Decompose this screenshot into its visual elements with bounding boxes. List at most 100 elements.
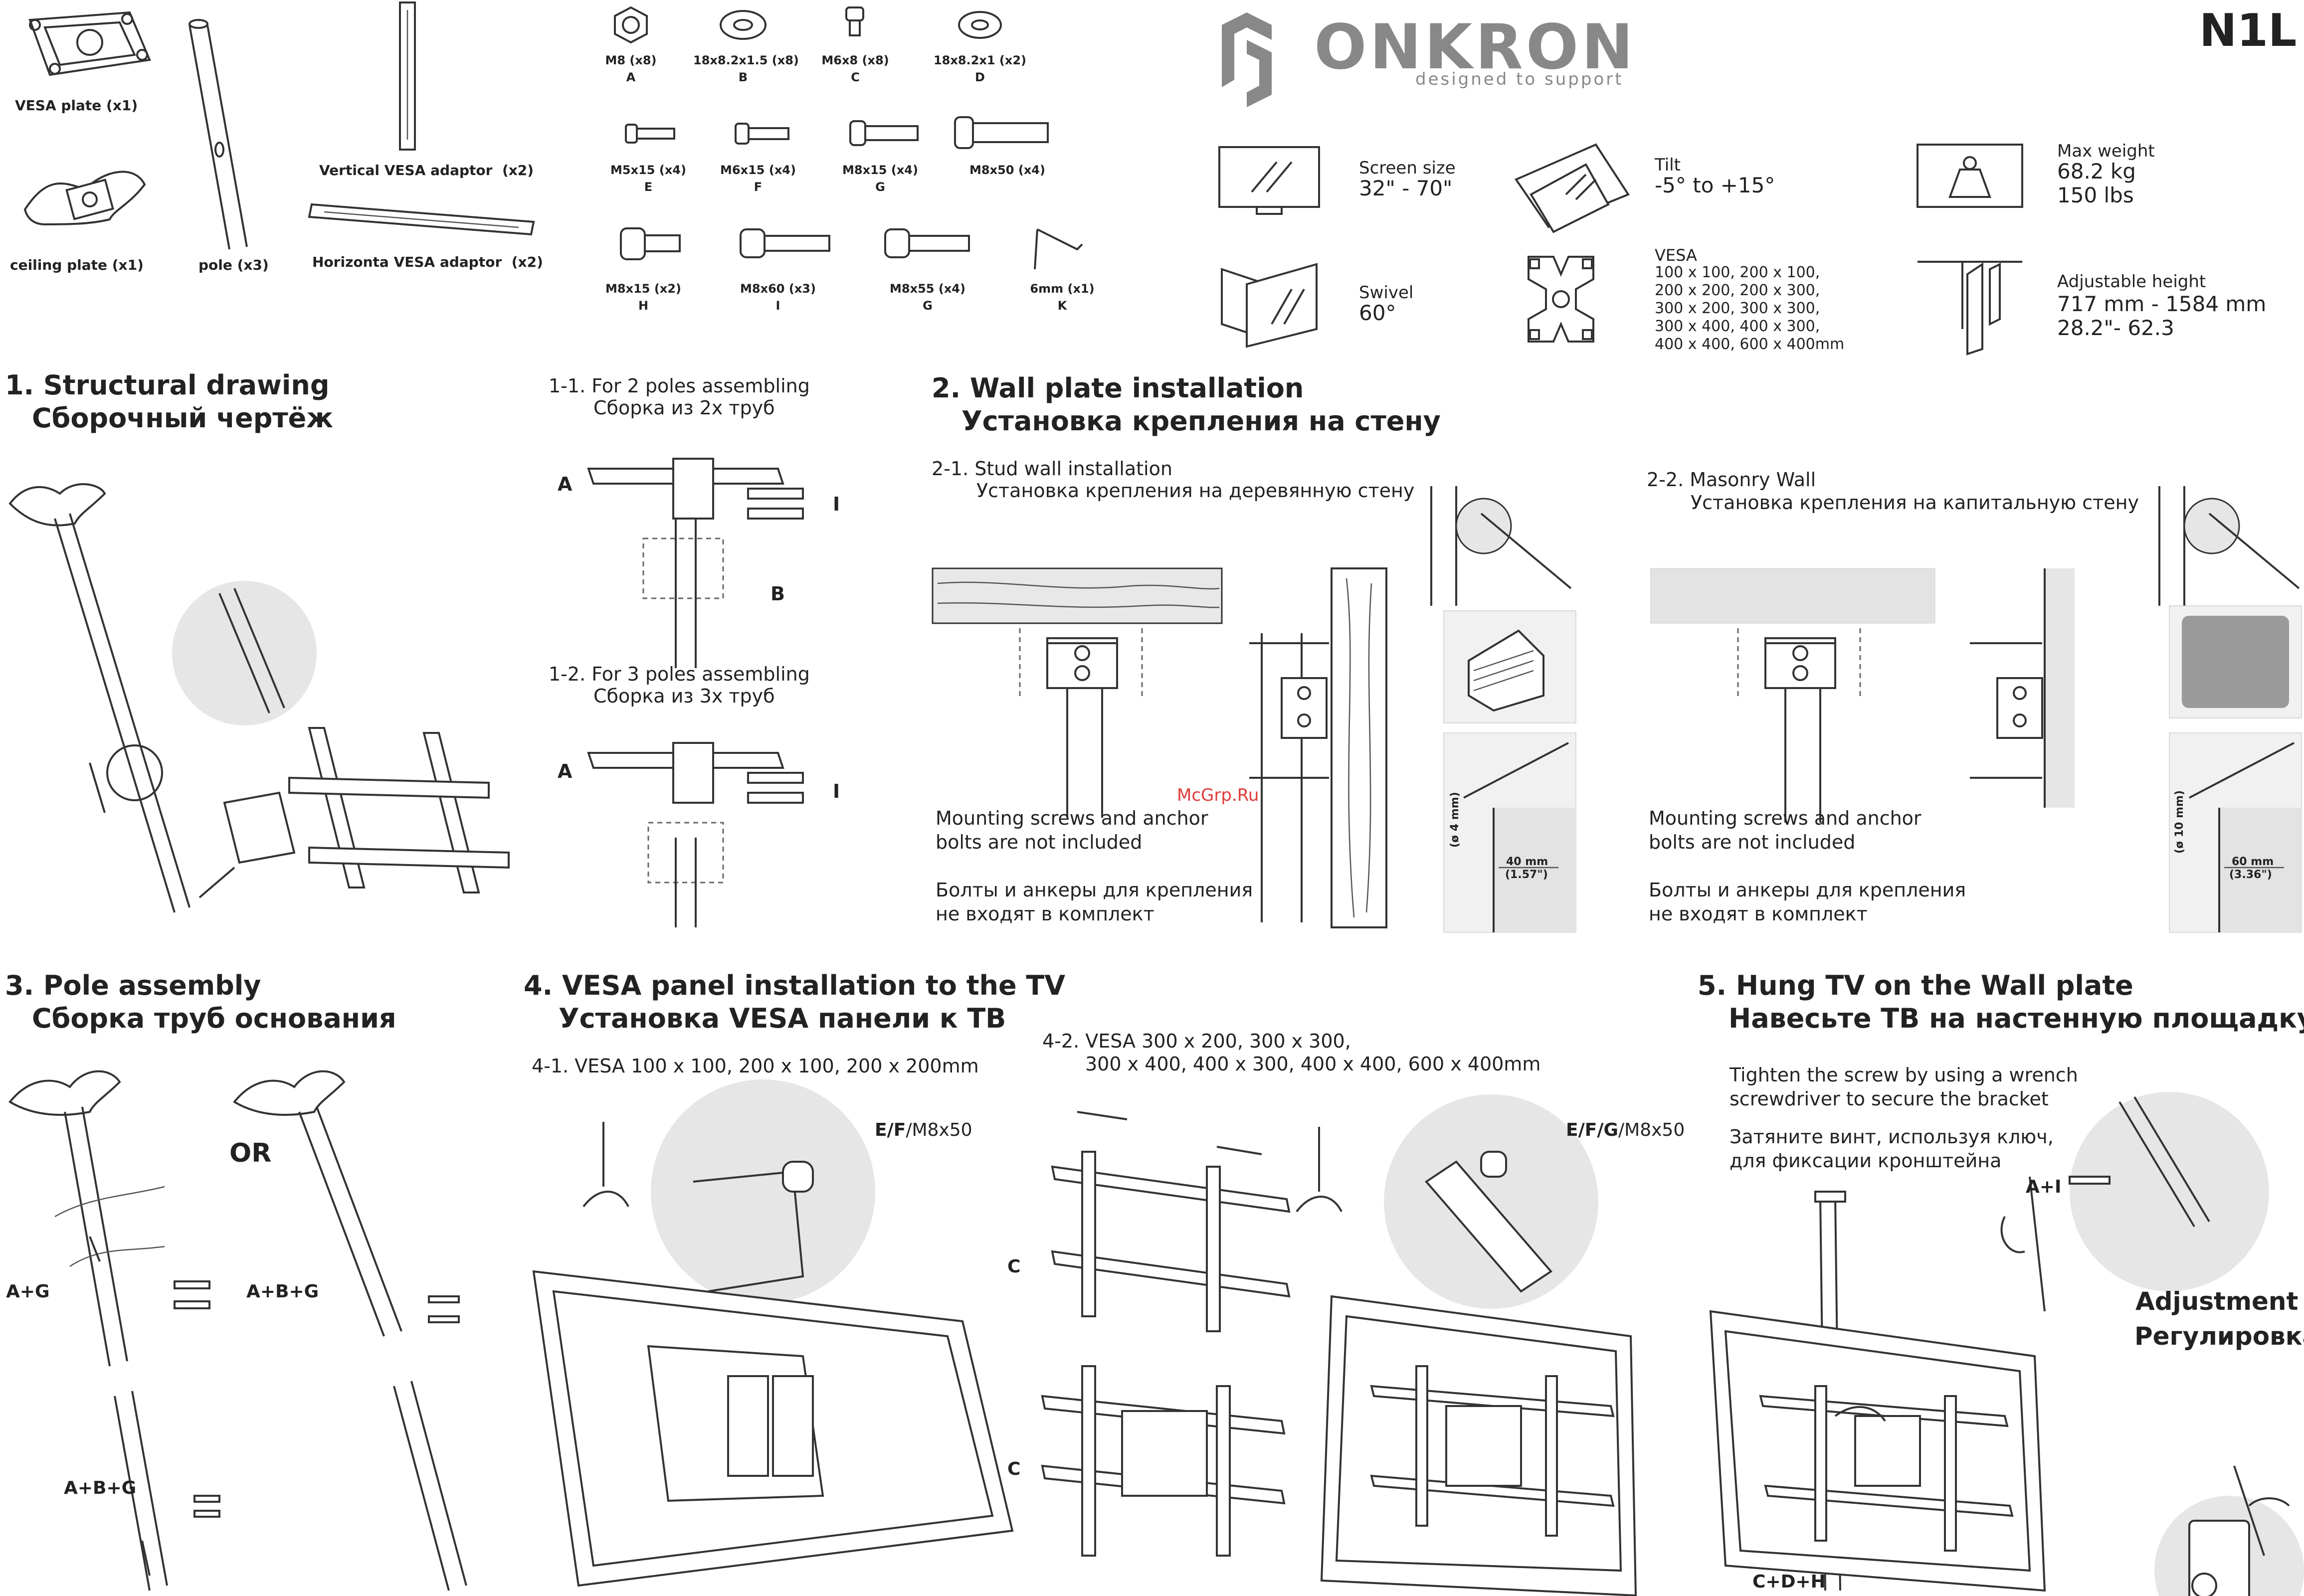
- hex-bolt-icon: [884, 228, 970, 258]
- drill-depth-illustration: [1443, 732, 1576, 933]
- callout-label: A+B+G: [246, 1281, 319, 1302]
- subsection-title-ru: Сборка из 3х труб: [593, 685, 775, 707]
- subsection-title: 2-1. Stud wall installation: [932, 458, 1172, 480]
- part-label: VESA plate (x1): [15, 97, 138, 114]
- drill-diameter: (ø 4 mm): [1449, 792, 1461, 848]
- note-line: Tighten the screw by using a wrench: [1729, 1064, 2078, 1086]
- hardware-code: C: [851, 70, 860, 84]
- height-mm: 717 mm - 1584 mm: [2057, 292, 2267, 316]
- brand-tagline: designed to support: [1415, 69, 1624, 89]
- subsection-title: 1-1. For 2 poles assembling: [549, 375, 810, 397]
- callout-label: B: [770, 583, 785, 605]
- hardware-code: H: [638, 299, 649, 313]
- section-title-ru: Установка VESA панели к ТВ: [559, 1003, 1006, 1034]
- vesa-line: 300 x 200, 300 x 300,: [1655, 300, 1820, 317]
- hardware-size: M8x55 (x4): [890, 282, 965, 296]
- drill-depth: 60 mm: [2232, 856, 2274, 868]
- washer-icon: [720, 10, 767, 40]
- subsection-title: 300 x 400, 400 x 300, 400 x 400, 600 x 4…: [1085, 1053, 1541, 1075]
- callout-label: A: [558, 760, 573, 782]
- vesa-line: 400 x 400, 600 x 400mm: [1655, 336, 1845, 353]
- washer-icon: [958, 11, 1002, 39]
- hang-tv-illustration: [1709, 1092, 2304, 1596]
- hardware-size: M6x8 (x8): [821, 53, 889, 67]
- hex-bolt-icon: [740, 228, 830, 258]
- model-name: N1L: [2199, 4, 2297, 57]
- adjustable-height-icon: [1918, 261, 2022, 355]
- height-in: 28.2"- 62.3: [2057, 316, 2174, 340]
- screw-icon: [625, 124, 675, 144]
- height-label: Adjustable height: [2057, 272, 2206, 292]
- brand-name: ONKRON: [1314, 11, 1636, 83]
- wood-sample-illustration: [1443, 610, 1576, 723]
- subsection-title: 4-1. VESA 100 x 100, 200 x 100, 200 x 20…: [532, 1055, 979, 1077]
- callout-label: C: [1007, 1256, 1021, 1277]
- pole-assembly-left-illustration: [8, 1070, 220, 1591]
- tilt-label: Tilt: [1655, 155, 1681, 175]
- hardware-size: M8x60 (x3): [740, 282, 816, 296]
- weight-icon: [1917, 144, 2023, 208]
- section-title: 5. Hung TV on the Wall plate: [1698, 970, 2133, 1001]
- stud-wall-illustration: [932, 567, 1303, 922]
- screen-size-value: 32" - 70": [1359, 176, 1453, 200]
- concrete-sample-illustration: [2169, 605, 2302, 718]
- pole-assembly-right-illustration: [233, 1070, 467, 1591]
- section-title-ru: Сборка труб основания: [32, 1003, 396, 1034]
- part-label: Vertical VESA adaptor (x2): [319, 162, 534, 178]
- screw-spec-size: /M8x50: [906, 1120, 972, 1140]
- tilt-icon: [1514, 143, 1630, 233]
- note-line: bolts are not included: [936, 831, 1143, 853]
- swivel-icon: [1221, 263, 1318, 348]
- vesa-line: 200 x 200, 200 x 300,: [1655, 282, 1820, 299]
- structural-drawing-illustration: [8, 483, 510, 913]
- hardware-size: M5x15 (x4): [610, 163, 686, 177]
- section-title: 4. VESA panel installation to the TV: [524, 970, 1066, 1001]
- stud-wall-side-illustration: [1249, 567, 1387, 928]
- masonry-wall-side-illustration: [1970, 568, 2075, 808]
- note-line: Затяните винт, используя ключ,: [1729, 1126, 2054, 1148]
- hardware-code: B: [738, 70, 748, 84]
- part-label: pole (x3): [198, 257, 269, 273]
- pole-illustration: [189, 19, 248, 250]
- adjustment-title-ru: Регулировка: [2134, 1322, 2304, 1351]
- vertical-adaptor-illustration: [399, 1, 416, 151]
- drill-depth-in: (1.57"): [1505, 869, 1548, 881]
- hardware-code: D: [975, 70, 985, 84]
- callout-label: C+D+H: [1752, 1572, 1826, 1592]
- hardware-size: M8x50 (x4): [969, 163, 1045, 177]
- callout-label: I: [833, 780, 840, 802]
- three-pole-assembly-illustration: [587, 742, 804, 927]
- hardware-size: 18x8.2x1.5 (x8): [693, 53, 799, 67]
- subsection-title: 1-2. For 3 poles assembling: [549, 663, 810, 685]
- weight-label: Max weight: [2057, 141, 2155, 161]
- watermark: McGrp.Ru: [1177, 785, 1259, 805]
- hardware-code: G: [875, 180, 885, 194]
- screw-spec-bold: E/F: [875, 1120, 906, 1140]
- section-title: 3. Pole assembly: [5, 970, 261, 1001]
- tilt-value: -5° to +15°: [1655, 173, 1775, 197]
- note-line: bolts are not included: [1649, 831, 1856, 853]
- or-label: OR: [229, 1138, 272, 1168]
- drill-depth: 40 mm: [1506, 856, 1548, 868]
- vesa-line: 300 x 400, 400 x 300,: [1655, 318, 1820, 335]
- callout-label: A+G: [6, 1281, 50, 1302]
- note-line: Mounting screws and anchor: [1649, 807, 1921, 829]
- weight-lbs: 150 lbs: [2057, 183, 2134, 207]
- hardware-code: G: [923, 299, 933, 313]
- note-line: Болты и анкеры для крепления: [1649, 879, 1966, 901]
- horizontal-adaptor-illustration: [308, 203, 535, 236]
- masonry-wall-illustration: [1650, 568, 1935, 823]
- note-line: для фиксации кронштейна: [1729, 1150, 2002, 1172]
- drill-diameter: (ø 10 mm): [2173, 790, 2186, 854]
- hardware-code: A: [626, 70, 636, 84]
- vesa-line: 100 x 100, 200 x 100,: [1655, 264, 1820, 281]
- swivel-label: Swivel: [1359, 283, 1414, 303]
- callout-label: A+I: [2026, 1177, 2062, 1197]
- screw-spec: E/F/M8x50: [875, 1120, 972, 1140]
- vesa-adaptor-large-illustration: [1041, 1111, 1291, 1557]
- subsection-title-ru: Установка крепления на деревянную стену: [976, 480, 1415, 502]
- screw-icon: [735, 123, 789, 145]
- callout-label: C: [1007, 1459, 1021, 1479]
- note-line: не входят в комплект: [936, 903, 1154, 925]
- screw-icon: [845, 6, 864, 36]
